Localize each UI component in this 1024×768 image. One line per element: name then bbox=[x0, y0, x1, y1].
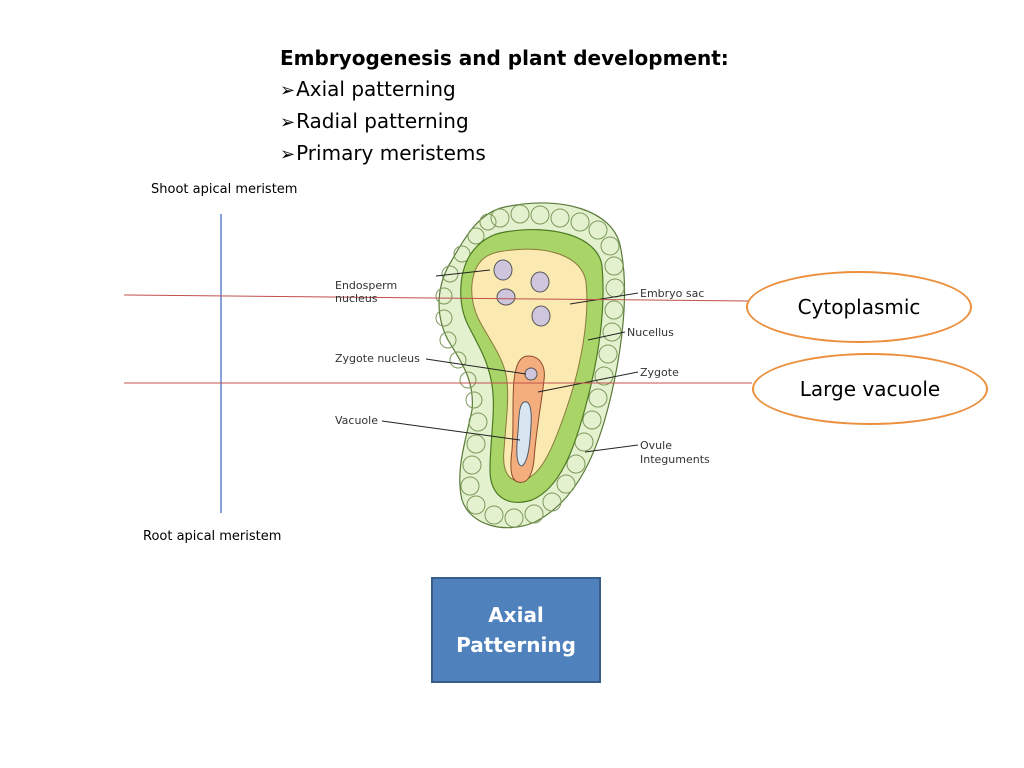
ovule-integuments-label: Integuments bbox=[640, 453, 710, 466]
integument-cells bbox=[435, 204, 625, 528]
cytoplasmic-callout: Cytoplasmic bbox=[746, 271, 972, 343]
vacuole-label: Vacuole bbox=[335, 414, 378, 427]
slide-heading: Embryogenesis and plant development: bbox=[280, 46, 729, 70]
bullet-text: Radial patterning bbox=[296, 109, 469, 133]
large-vacuole-callout-text: Large vacuole bbox=[799, 377, 941, 401]
vacuole bbox=[516, 401, 532, 467]
bullet-list: ➢Axial patterning ➢Radial patterning ➢Pr… bbox=[280, 74, 486, 170]
ovule-integuments-label: Ovule bbox=[640, 439, 672, 452]
nucellus-label: Nucellus bbox=[627, 326, 674, 339]
arrow-bullet-icon: ➢ bbox=[280, 144, 296, 165]
bullet-text: Primary meristems bbox=[296, 141, 486, 165]
axial-patterning-line2: Patterning bbox=[456, 633, 576, 657]
shoot-apical-meristem-label: Shoot apical meristem bbox=[151, 182, 298, 197]
guide-line bbox=[123, 294, 749, 302]
bullet-item: ➢Axial patterning bbox=[280, 74, 486, 106]
cytoplasmic-callout-text: Cytoplasmic bbox=[797, 295, 921, 319]
embryo-sac-label: Embryo sac bbox=[640, 287, 704, 300]
endosperm-nucleus bbox=[493, 259, 513, 281]
root-apical-meristem-label: Root apical meristem bbox=[143, 529, 282, 544]
zygote-nucleus-label: Zygote nucleus bbox=[335, 352, 420, 365]
endosperm-nucleus bbox=[530, 271, 550, 293]
leader-lines bbox=[381, 269, 639, 453]
endosperm-nucleus bbox=[531, 305, 551, 327]
axial-patterning-line1: Axial bbox=[488, 603, 544, 627]
axial-patterning-box: Axial Patterning bbox=[431, 577, 601, 683]
large-vacuole-callout: Large vacuole bbox=[752, 353, 988, 425]
zygote-label: Zygote bbox=[640, 366, 679, 379]
bullet-text: Axial patterning bbox=[296, 77, 456, 101]
endosperm-nucleus bbox=[496, 288, 516, 306]
endosperm-label: nucleus bbox=[335, 292, 378, 305]
arrow-bullet-icon: ➢ bbox=[280, 80, 296, 101]
arrow-bullet-icon: ➢ bbox=[280, 112, 296, 133]
bullet-item: ➢Radial patterning bbox=[280, 106, 486, 138]
zygote-nucleus bbox=[524, 367, 538, 381]
bullet-item: ➢Primary meristems bbox=[280, 138, 486, 170]
endosperm-label: Endosperm bbox=[335, 279, 397, 292]
